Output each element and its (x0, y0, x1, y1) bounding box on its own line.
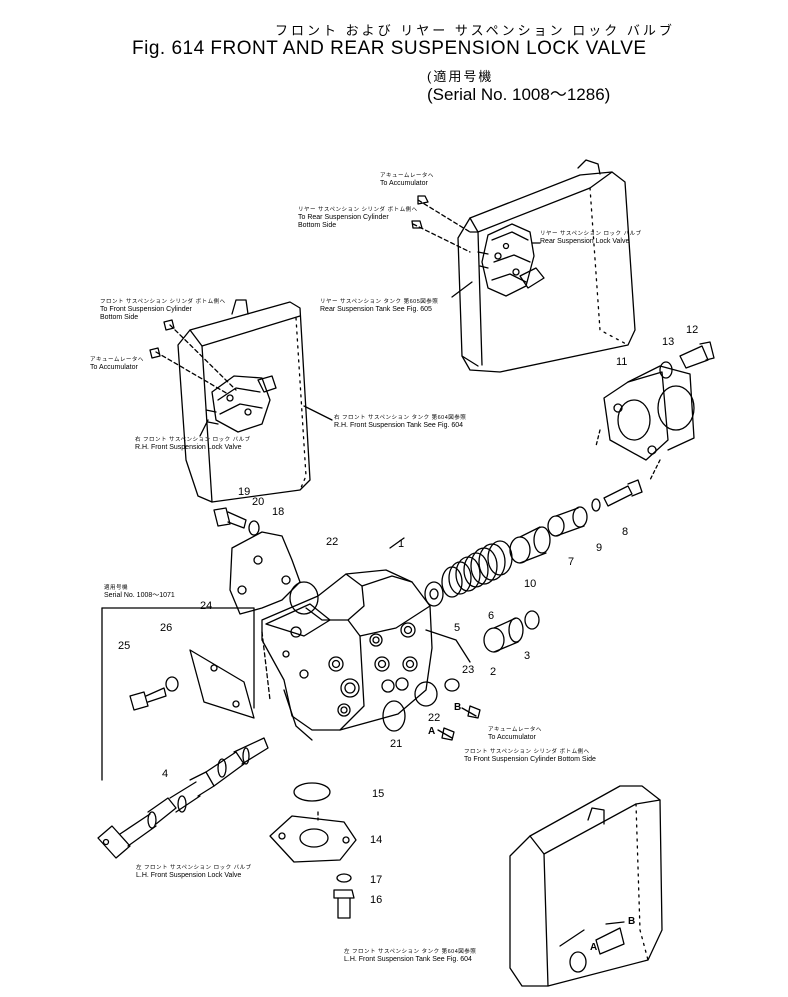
bolt-19 (213, 507, 247, 529)
part-number-20: 20 (252, 496, 265, 508)
part-number-5: 5 (454, 622, 461, 634)
part-number-4: 4 (162, 768, 169, 780)
rear-fitting-icons (411, 195, 429, 229)
part-number-13: 13 (662, 336, 675, 348)
spool-4 (97, 737, 269, 859)
part-number-22-lower: 22 (428, 712, 441, 724)
plunger-7 (547, 506, 588, 537)
washer-13 (659, 361, 673, 379)
port-label-a: A (428, 726, 436, 737)
port-fittings (441, 705, 481, 741)
lh-front-suspension-tank (509, 785, 663, 987)
sleeve-10 (509, 526, 551, 564)
plate-24 (189, 649, 255, 719)
lh-tank-port-a: A (590, 942, 598, 953)
rear-tank-leader (451, 281, 473, 298)
front-accumulator-line (155, 351, 229, 395)
port-label-b: B (454, 702, 462, 713)
rh-valve-leader (199, 419, 209, 437)
part-number-3: 3 (524, 650, 531, 662)
o-ring-22-upper (289, 581, 319, 615)
part-number-2: 2 (490, 666, 497, 678)
rear-cylinder-line (412, 223, 471, 253)
washer-9 (591, 498, 601, 512)
spring-6 (441, 540, 513, 598)
serial-label-japanese: (適用号機 (427, 69, 494, 84)
part-number-12: 12 (686, 324, 699, 336)
part-number-25: 25 (118, 640, 131, 652)
part-number-18: 18 (272, 506, 285, 518)
leader-dash-1 (261, 631, 271, 701)
part-number-11: 11 (616, 356, 628, 368)
part-number-9: 9 (596, 542, 603, 554)
part-number-24: 24 (200, 600, 213, 612)
lh-tank-port-b: B (628, 916, 636, 927)
rear-accumulator-line (417, 199, 471, 233)
o-ring-21 (382, 700, 406, 732)
rh-tank-leader (303, 405, 333, 421)
serial-bracket-frame (101, 607, 255, 709)
rh-front-suspension-tank (177, 299, 311, 503)
part-number-14: 14 (370, 834, 383, 846)
title-japanese: フロント および リヤー サスペンション ロック バルブ (275, 23, 675, 38)
washer-26 (165, 676, 179, 692)
bolt-16 (333, 889, 355, 919)
front-cylinder-line (169, 324, 237, 391)
rear-lock-valve (477, 223, 545, 297)
rh-front-lock-valve (205, 375, 277, 433)
bolt-25 (129, 687, 167, 711)
plug-2 (483, 617, 524, 653)
part-number-26: 26 (160, 622, 173, 634)
o-ring-22-lower (414, 681, 438, 707)
leader-1 (389, 537, 405, 549)
flange-11 (603, 365, 695, 461)
washer-20 (248, 520, 260, 536)
part-number-19: 19 (238, 486, 251, 498)
lh-port-arrows (559, 921, 625, 947)
lock-valve-body (229, 531, 433, 741)
part-number-16: 16 (370, 894, 383, 906)
bolt-8 (603, 479, 643, 507)
leader-port (425, 629, 471, 663)
washer-5 (424, 581, 444, 607)
part-number-23: 23 (462, 664, 475, 676)
part-number-15: 15 (372, 788, 385, 800)
o-ring-23 (444, 678, 460, 692)
front-fitting-icons (149, 319, 175, 359)
cover-14 (269, 815, 357, 863)
part-number-10: 10 (524, 578, 537, 590)
rear-suspension-tank (457, 159, 636, 373)
part-number-8: 8 (622, 526, 629, 538)
part-number-17: 17 (370, 874, 383, 886)
part-number-1: 1 (398, 538, 405, 550)
washer-17 (336, 873, 352, 883)
figure-title: Fig. 614 FRONT AND REAR SUSPENSION LOCK … (132, 38, 647, 59)
serial-range: (Serial No. 1008～1286) (427, 85, 611, 104)
bolt-12 (679, 341, 715, 369)
part-number-7: 7 (568, 556, 575, 568)
o-ring-15 (293, 782, 331, 802)
part-number-21: 21 (390, 738, 403, 750)
o-ring-3 (524, 610, 540, 630)
part-number-6: 6 (488, 610, 495, 622)
part-number-22-upper: 22 (326, 536, 339, 548)
